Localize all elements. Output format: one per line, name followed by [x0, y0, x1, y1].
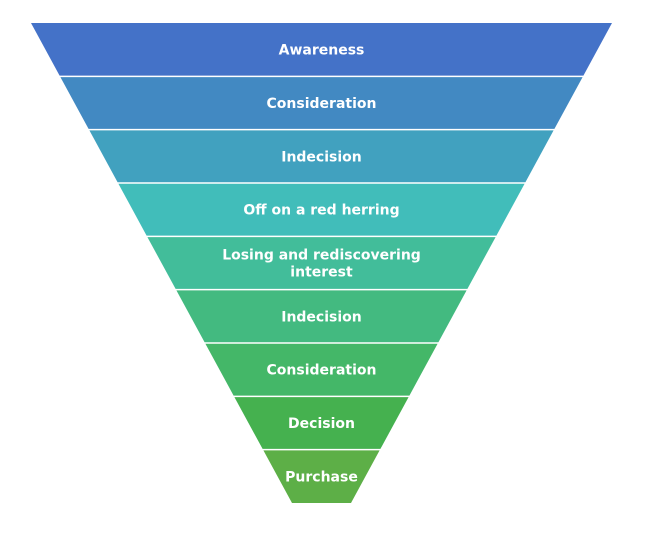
- funnel-stage-shape: [263, 450, 380, 503]
- funnel-stage-label-line: interest: [290, 265, 353, 281]
- funnel-stage-shape: [60, 77, 583, 129]
- funnel-stage-label-line: Indecision: [281, 149, 362, 165]
- funnel-stage: Consideration: [205, 343, 438, 396]
- funnel-stage-label: Indecision: [281, 149, 362, 165]
- funnel-stage: Purchase: [263, 450, 380, 503]
- funnel-stage-label-line: Consideration: [267, 363, 377, 379]
- funnel-stage-shape: [205, 343, 438, 396]
- funnel-stage-label-line: Indecision: [281, 309, 362, 325]
- funnel-stage-label-line: Decision: [288, 416, 355, 432]
- funnel-stage-label-line: Losing and rediscovering: [222, 248, 421, 264]
- funnel-stage: Off on a red herring: [118, 183, 525, 236]
- funnel-stage-shape: [176, 290, 467, 343]
- funnel-stage-shape: [89, 130, 554, 183]
- funnel-stage-label-line: Off on a red herring: [243, 203, 399, 219]
- funnel-stage-shape: [234, 397, 409, 449]
- funnel-stage-label-line: Awareness: [279, 42, 365, 58]
- funnel-stage: Decision: [234, 397, 409, 449]
- funnel-stage: Consideration: [60, 77, 583, 129]
- funnel-stage: Indecision: [176, 290, 467, 343]
- funnel-stage-label: Consideration: [267, 363, 377, 379]
- funnel-stage-label: Awareness: [279, 42, 365, 58]
- funnel-stage-label: Decision: [288, 416, 355, 432]
- funnel-stage-shape: [118, 183, 525, 236]
- funnel-stage-label: Indecision: [281, 309, 362, 325]
- funnel-stage: Indecision: [89, 130, 554, 183]
- funnel-stage-label: Consideration: [267, 96, 377, 112]
- funnel-stage-label: Off on a red herring: [243, 203, 399, 219]
- funnel-stage-label-line: Consideration: [267, 96, 377, 112]
- funnel-stage-shape: [31, 23, 612, 76]
- funnel-stage: Awareness: [31, 23, 612, 76]
- funnel-stage-label: Purchase: [285, 470, 358, 486]
- funnel-stage-label-line: Purchase: [285, 470, 358, 486]
- funnel-stage-shape: [147, 237, 496, 289]
